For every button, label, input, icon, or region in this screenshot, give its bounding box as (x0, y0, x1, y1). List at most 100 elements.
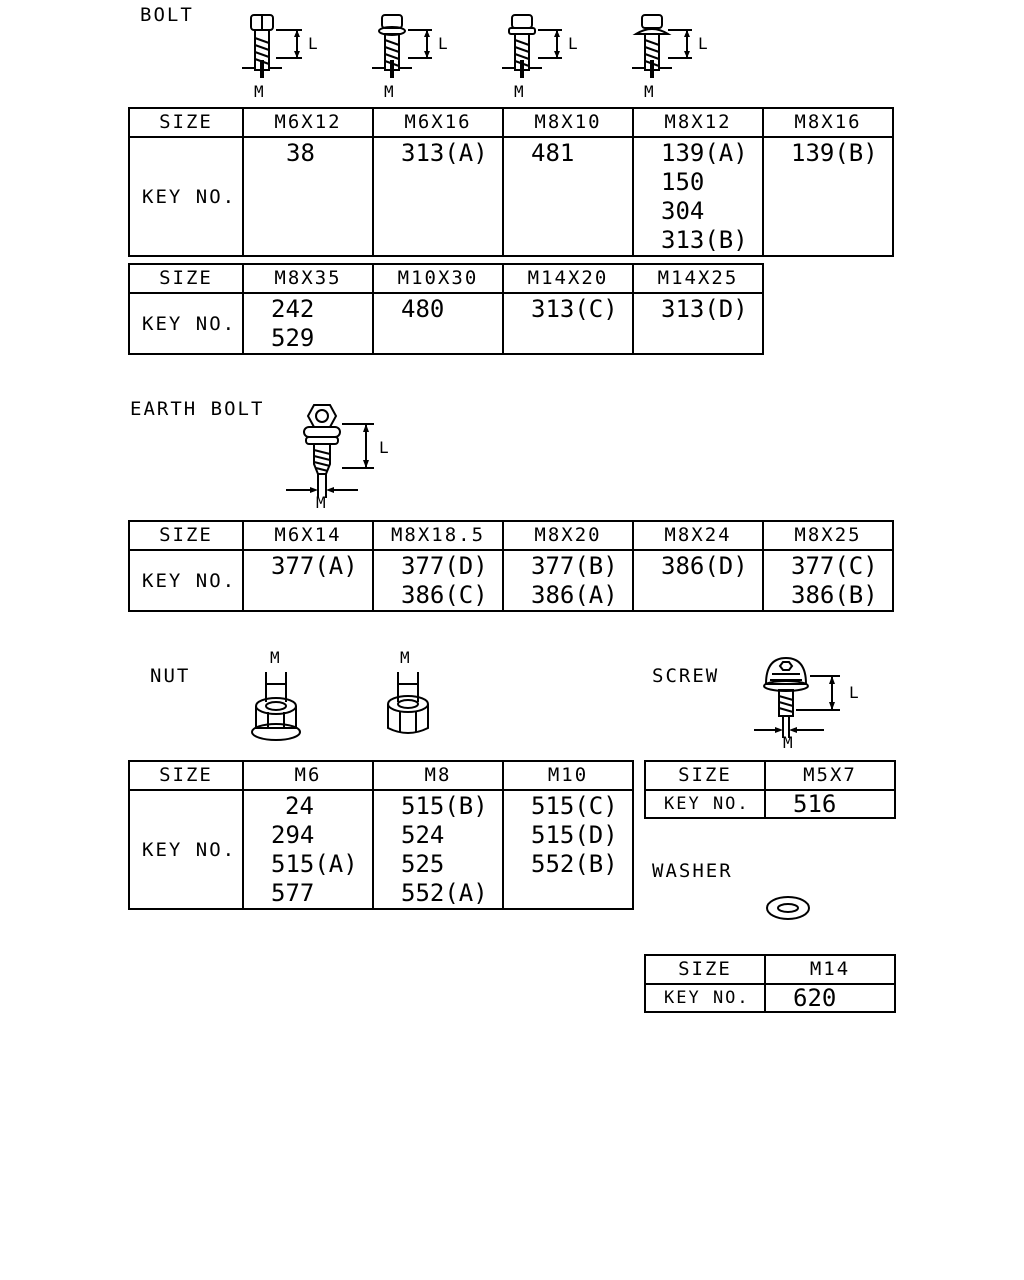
key-cell: 480 (372, 292, 504, 355)
size-cell: M14 (764, 954, 896, 985)
size-cell: M14X25 (632, 263, 764, 294)
screw-dim-l-label: L (849, 683, 859, 702)
key-cell: 377(A) (242, 549, 374, 612)
key-cell: 386(D) (632, 549, 764, 612)
size-label: SIZE (128, 760, 244, 791)
key-number: 481 (531, 139, 575, 167)
key-number: 313(A) (401, 139, 488, 167)
key-no-label: KEY NO. (128, 292, 244, 355)
key-number: 313(B) (661, 226, 748, 254)
nut-flange-drawing (251, 672, 301, 741)
washer-heading: WASHER (652, 860, 733, 882)
nut-hex-drawing (387, 672, 429, 734)
size-cell: M8X10 (502, 107, 634, 138)
bolt-size-table-2: SIZE M8X35 M10X30 M14X20 M14X25 KEY NO. … (128, 263, 764, 355)
key-number: 620 (793, 984, 837, 1012)
table-key-row: KEY NO. 620 (644, 983, 896, 1013)
size-cell: M6X12 (242, 107, 374, 138)
nut-size-table: SIZE M6 M8 M10 KEY NO. 24 294 515(A) 577… (128, 760, 634, 910)
washer-drawing (766, 896, 810, 920)
size-cell: M14X20 (502, 263, 634, 294)
table-header-row: SIZE M6 M8 M10 (128, 760, 634, 791)
key-no-label: KEY NO. (128, 136, 244, 257)
key-cell: 24 294 515(A) 577 (242, 789, 374, 910)
size-cell: M8X24 (632, 520, 764, 551)
key-no-label: KEY NO. (644, 789, 766, 819)
screw-size-table: SIZE M5X7 KEY NO. 516 (644, 760, 896, 819)
table-header-row: SIZE M8X35 M10X30 M14X20 M14X25 (128, 263, 764, 294)
earth-bolt-heading: EARTH BOLT (130, 398, 265, 420)
size-label: SIZE (128, 107, 244, 138)
size-cell: M8X18.5 (372, 520, 504, 551)
key-number: 577 (271, 879, 315, 907)
earth-bolt-size-table: SIZE M6X14 M8X18.5 M8X20 M8X24 M8X25 KEY… (128, 520, 894, 612)
key-number: 304 (661, 197, 705, 225)
bolt-dim-l-label-4: L (698, 34, 708, 53)
earth-bolt-dim-m-label: M (316, 493, 326, 512)
key-number: 139(A) (661, 139, 748, 167)
key-cell: 139(B) (762, 136, 894, 257)
key-cell: 242 529 (242, 292, 374, 355)
key-number: 242 (271, 295, 315, 323)
size-label: SIZE (644, 954, 766, 985)
size-label: SIZE (128, 263, 244, 294)
bolt-hex-drawing (242, 14, 302, 78)
bolt-flange-drawing (502, 14, 562, 78)
bolt-dim-l-label-2: L (438, 34, 448, 53)
key-number: 377(D) (401, 552, 488, 580)
key-number: 552(A) (401, 879, 488, 907)
nut-heading: NUT (150, 665, 191, 687)
nut-dim-m-label-2: M (400, 648, 410, 667)
earth-bolt-dim-l-label: L (379, 438, 389, 457)
key-cell: 377(B) 386(A) (502, 549, 634, 612)
key-cell: 313(D) (632, 292, 764, 355)
table-key-row: KEY NO. 38 313(A) 481 139(A) 150 304 313… (128, 136, 894, 257)
table-key-row: KEY NO. 516 (644, 789, 896, 819)
key-number: 313(C) (531, 295, 618, 323)
key-cell: 313(C) (502, 292, 634, 355)
bolt-dim-l-label: L (308, 34, 318, 53)
size-cell: M10X30 (372, 263, 504, 294)
size-cell: M8X25 (762, 520, 894, 551)
bolt-size-table-1: SIZE M6X12 M6X16 M8X10 M8X12 M8X16 KEY N… (128, 107, 894, 257)
size-cell: M5X7 (764, 760, 896, 791)
size-label: SIZE (644, 760, 766, 791)
bolt-dim-m-label-4: M (644, 82, 654, 101)
washer-size-table: SIZE M14 KEY NO. 620 (644, 954, 896, 1013)
key-cell: 38 (242, 136, 374, 257)
size-cell: M8X20 (502, 520, 634, 551)
key-number: 386(B) (791, 581, 878, 609)
key-number: 313(D) (661, 295, 748, 323)
key-cell: 377(D) 386(C) (372, 549, 504, 612)
key-no-label: KEY NO. (644, 983, 766, 1013)
size-cell: M8X12 (632, 107, 764, 138)
size-cell: M6X14 (242, 520, 374, 551)
table-header-row: SIZE M6X14 M8X18.5 M8X20 M8X24 M8X25 (128, 520, 894, 551)
key-number: 150 (661, 168, 705, 196)
key-number: 525 (401, 850, 445, 878)
key-cell: 313(A) (372, 136, 504, 257)
key-cell: 139(A) 150 304 313(B) (632, 136, 764, 257)
bolt-dim-m-label: M (254, 82, 264, 101)
table-header-row: SIZE M5X7 (644, 760, 896, 791)
key-cell: 516 (764, 789, 896, 819)
size-cell: M10 (502, 760, 634, 791)
bolt-washer-face-drawing (372, 14, 432, 78)
size-cell: M6X16 (372, 107, 504, 138)
size-cell: M8X16 (762, 107, 894, 138)
key-number: 294 (271, 821, 315, 849)
size-label: SIZE (128, 520, 244, 551)
key-cell: 377(C) 386(B) (762, 549, 894, 612)
size-cell: M8X35 (242, 263, 374, 294)
key-number: 515(B) (401, 792, 488, 820)
key-number: 139(B) (791, 139, 878, 167)
key-number: 515(D) (531, 821, 618, 849)
bolt-dim-m-label-2: M (384, 82, 394, 101)
key-cell: 481 (502, 136, 634, 257)
earth-bolt-drawing (286, 404, 374, 498)
key-number: 24 (285, 792, 314, 820)
table-key-row: KEY NO. 377(A) 377(D) 386(C) 377(B) 386(… (128, 549, 894, 612)
key-number: 386(A) (531, 581, 618, 609)
table-header-row: SIZE M6X12 M6X16 M8X10 M8X12 M8X16 (128, 107, 894, 138)
key-number: 377(A) (271, 552, 358, 580)
